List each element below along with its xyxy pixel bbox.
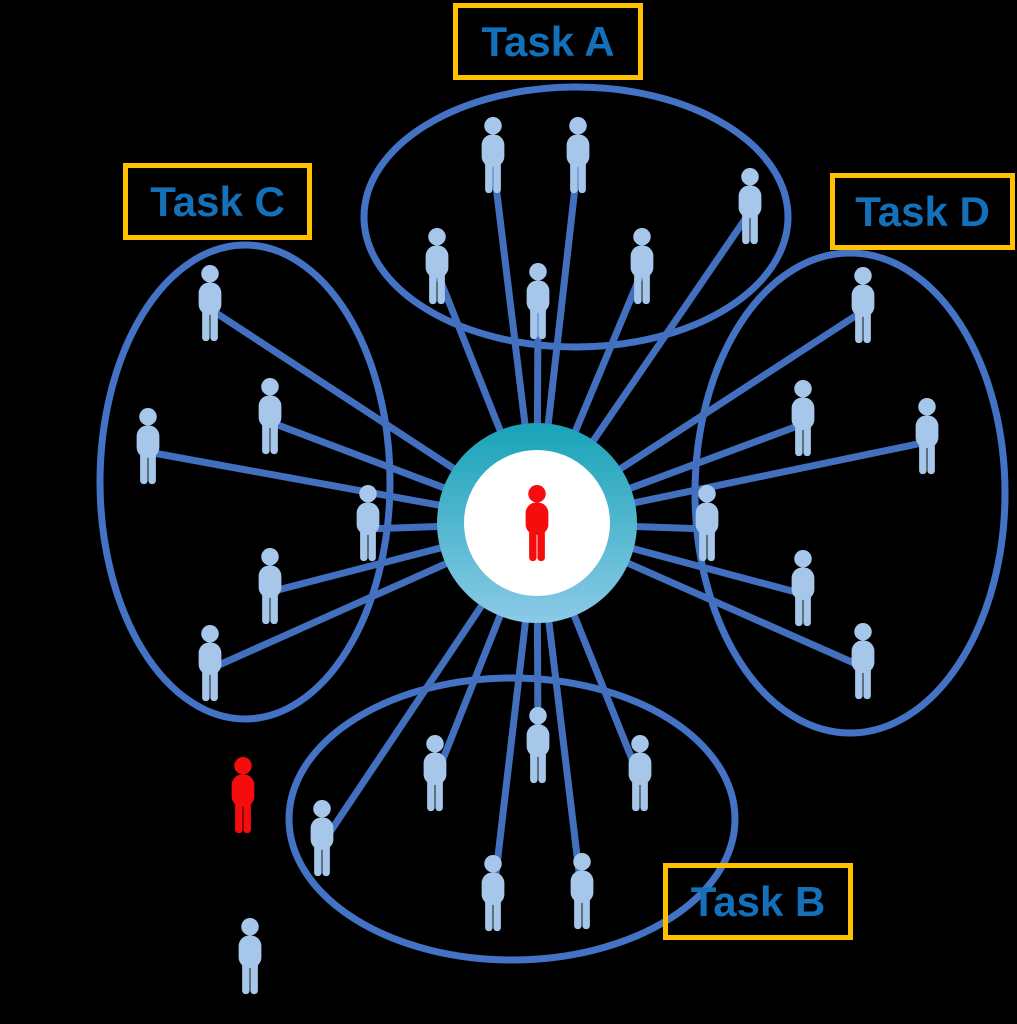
person-icon	[258, 378, 282, 455]
cluster-ellipse-a	[360, 83, 792, 351]
outsider-person-red-icon	[231, 757, 255, 834]
task-c-label: Task C	[123, 163, 312, 240]
person-icon	[851, 267, 875, 344]
outsider-person-blue-icon	[238, 918, 262, 995]
person-icon	[310, 800, 334, 877]
person-icon	[526, 707, 550, 784]
cluster-ellipse-b	[285, 674, 739, 964]
person-icon	[791, 550, 815, 627]
person-icon	[738, 168, 762, 245]
person-icon	[851, 623, 875, 700]
person-icon	[791, 380, 815, 457]
person-icon	[628, 735, 652, 812]
person-icon	[198, 625, 222, 702]
person-icon	[356, 485, 380, 562]
person-icon	[481, 855, 505, 932]
person-icon	[198, 265, 222, 342]
task-b-label: Task B	[663, 863, 853, 940]
person-icon	[570, 853, 594, 930]
task-d-label: Task D	[830, 173, 1015, 250]
task-a-label: Task A	[453, 3, 643, 80]
person-icon	[258, 548, 282, 625]
person-icon	[423, 735, 447, 812]
cluster-ellipse-c	[96, 241, 394, 723]
person-icon	[136, 408, 160, 485]
person-icon	[915, 398, 939, 475]
